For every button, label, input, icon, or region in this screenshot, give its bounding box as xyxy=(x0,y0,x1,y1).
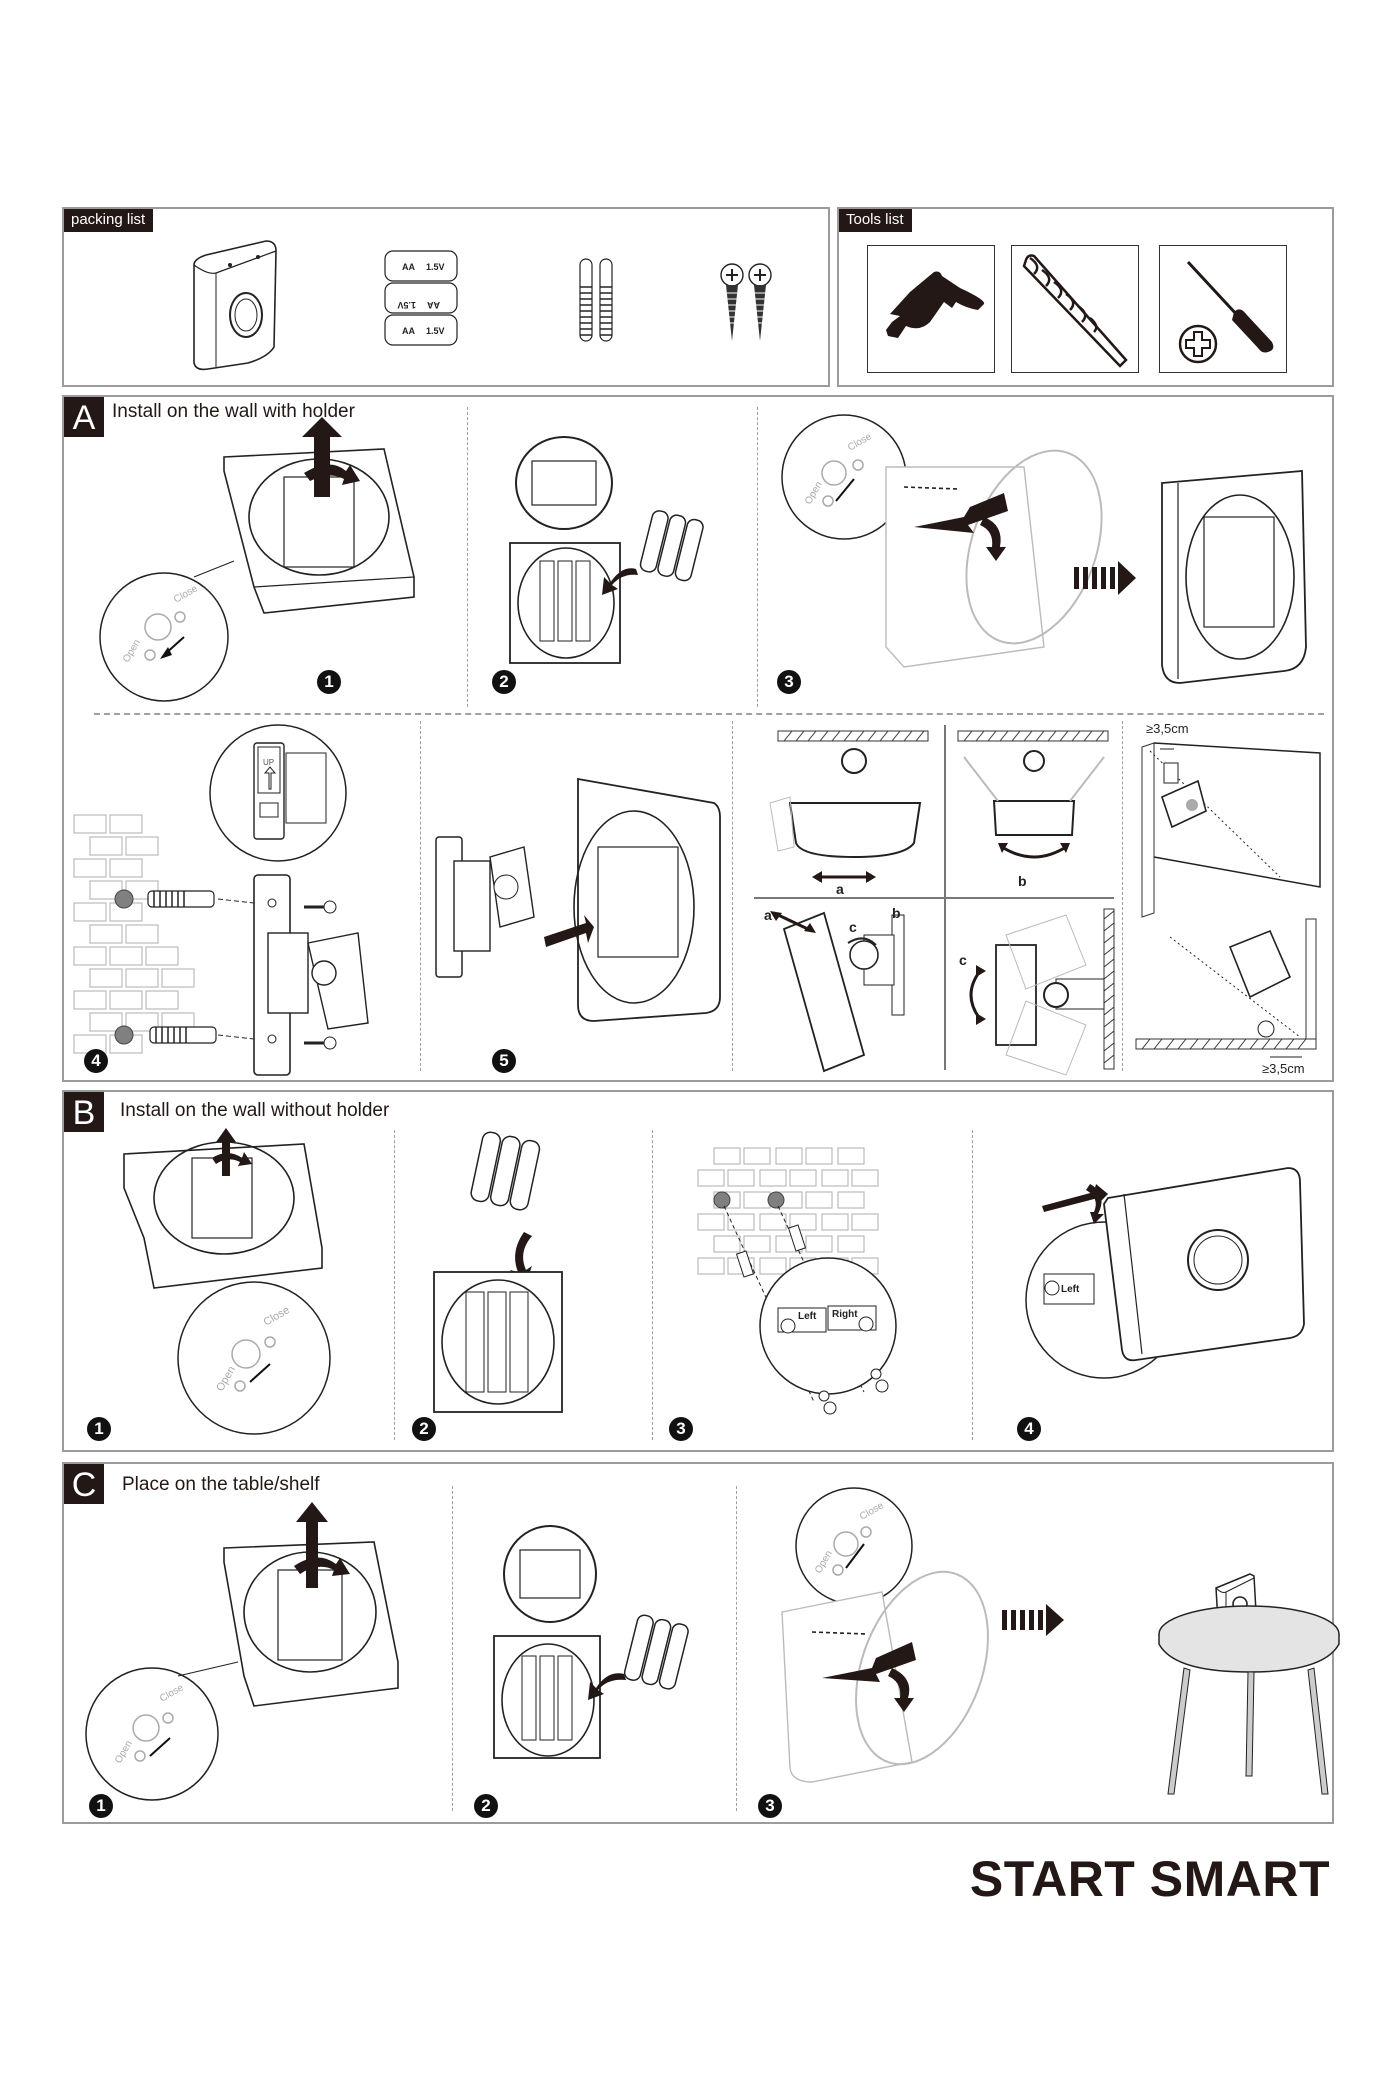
section-c-letter: C xyxy=(64,1464,104,1504)
clearance-corner-bottom-illustration xyxy=(1135,918,1317,1058)
packing-list-label: packing list xyxy=(64,209,154,232)
table-with-device-illustration xyxy=(1158,1573,1340,1795)
tool-drill-bit xyxy=(1011,245,1139,373)
aa-batteries-illustration: AA 1.5V AA 1.5V AA 1.5V xyxy=(384,250,458,346)
step-a5-illustration xyxy=(435,777,721,1022)
tools-list-panel: Tools list xyxy=(837,207,1334,387)
battery-voltage-label: 1.5V xyxy=(426,262,445,272)
step-a3-illustration: Close Open xyxy=(781,414,1307,684)
step-c3-illustration: Close Open xyxy=(781,1487,1064,1783)
step-c2-illustration xyxy=(493,1525,689,1759)
divider xyxy=(452,1486,453,1811)
clearance-top-label: ≥3,5cm xyxy=(1146,721,1189,736)
step-number: 3 xyxy=(758,1794,782,1818)
step-b3-illustration: Left Right xyxy=(697,1147,897,1415)
divider xyxy=(732,721,733,1071)
divider xyxy=(467,407,468,707)
step-number: 3 xyxy=(777,670,801,694)
clearance-corner-top-illustration xyxy=(1141,742,1321,918)
adjust-label-c: c xyxy=(959,952,967,968)
tools-list-label: Tools list xyxy=(839,209,912,232)
divider xyxy=(420,721,421,1071)
right-label: Right xyxy=(832,1309,858,1320)
battery-type-label: AA xyxy=(427,300,440,310)
section-a-letter: A xyxy=(64,397,104,437)
step-b4-illustration: Left xyxy=(1025,1167,1305,1379)
step-number: 2 xyxy=(474,1794,498,1818)
divider xyxy=(652,1130,653,1440)
step-number: 2 xyxy=(412,1417,436,1441)
adjust-label-a: a xyxy=(836,881,844,897)
adjust-label-c: c xyxy=(849,919,857,935)
adjust-label-b: b xyxy=(1018,873,1027,889)
section-b-letter: B xyxy=(64,1092,104,1132)
screws-illustration xyxy=(720,263,772,341)
step-number: 5 xyxy=(492,1049,516,1073)
step-b1-illustration: Close Open xyxy=(123,1128,331,1435)
brand-logo: START SMART xyxy=(969,1851,1330,1907)
step-a4-illustration: UP xyxy=(73,724,369,1076)
left-label: Left xyxy=(1061,1284,1080,1295)
divider xyxy=(1122,721,1123,1071)
wall-anchors-illustration xyxy=(579,258,613,342)
section-c-title: Place on the table/shelf xyxy=(122,1474,320,1495)
divider xyxy=(94,713,1324,715)
electric-drill-icon xyxy=(886,271,985,338)
adjust-label-a: a xyxy=(764,907,772,923)
section-a-title: Install on the wall with holder xyxy=(112,401,355,422)
divider xyxy=(394,1130,395,1440)
divider xyxy=(757,407,758,707)
divider xyxy=(972,1130,973,1440)
section-a-panel: A Install on the wall with holder Close … xyxy=(62,395,1334,1082)
adjust-c-wall-illustration xyxy=(969,908,1115,1076)
step-c1-illustration: Close Open xyxy=(85,1502,399,1801)
adjust-label-b: b xyxy=(892,905,901,921)
section-b-panel: B Install on the wall without holder Clo… xyxy=(62,1090,1334,1452)
battery-type-label: AA xyxy=(402,262,415,272)
clearance-bottom-label: ≥3,5cm xyxy=(1262,1061,1305,1076)
battery-type-label: AA xyxy=(402,326,415,336)
packing-list-panel: packing list AA 1.5V AA 1.5V AA 1.5V xyxy=(62,207,830,387)
sensor-device-illustration xyxy=(193,240,277,371)
tool-drill xyxy=(867,245,995,373)
step-number: 4 xyxy=(1017,1417,1041,1441)
adjust-c-side-illustration xyxy=(770,911,905,1073)
divider xyxy=(754,897,1114,899)
drill-bit-icon xyxy=(1022,254,1128,368)
step-number: 1 xyxy=(317,670,341,694)
step-number: 1 xyxy=(89,1794,113,1818)
section-c-panel: C Place on the table/shelf Close Open 1 … xyxy=(62,1462,1340,1824)
step-number: 1 xyxy=(87,1417,111,1441)
step-b2-illustration xyxy=(433,1131,563,1413)
tool-screwdriver xyxy=(1159,245,1287,373)
step-number: 3 xyxy=(669,1417,693,1441)
section-b-title: Install on the wall without holder xyxy=(120,1100,390,1121)
adjust-b-illustration xyxy=(957,730,1109,859)
battery-voltage-label: 1.5V xyxy=(426,326,445,336)
adjust-a-illustration xyxy=(769,730,929,883)
up-label: UP xyxy=(263,758,274,767)
step-a1-illustration: Close Open xyxy=(99,417,415,702)
step-number: 4 xyxy=(84,1049,108,1073)
battery-voltage-label: 1.5V xyxy=(397,300,416,310)
step-a2-illustration xyxy=(509,436,704,664)
left-label: Left xyxy=(798,1311,817,1322)
divider xyxy=(736,1486,737,1811)
step-number: 2 xyxy=(492,670,516,694)
phillips-screwdriver-icon xyxy=(1178,260,1274,364)
